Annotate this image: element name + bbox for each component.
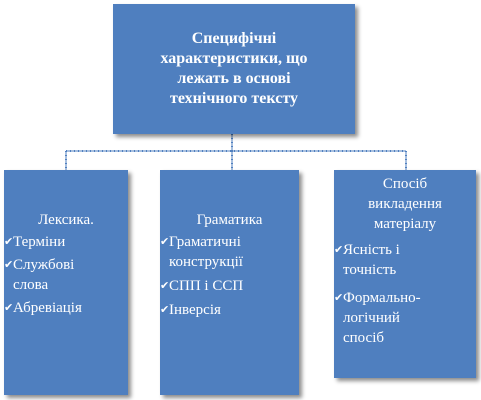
child-node-title: Граматика xyxy=(196,212,263,228)
list-item: ✔Службові слова xyxy=(4,257,75,293)
child-node-title: Спосіб викладення матеріалу xyxy=(368,176,442,232)
item-list: ✔Граматичні конструкції ✔СПП і ССП ✔Інве… xyxy=(160,232,299,320)
list-item: ✔Ясність і точність xyxy=(334,242,400,278)
list-item: ✔Терміни xyxy=(4,234,66,250)
list-item: ✔Інверсія xyxy=(160,302,221,318)
list-item: ✔СПП і ССП xyxy=(160,278,244,294)
root-node: Специфічні характеристики, що лежать в о… xyxy=(113,4,355,134)
check-icon: ✔ xyxy=(334,291,344,304)
child-node-gramatyka: Граматика ✔Граматичні конструкції ✔СПП і… xyxy=(160,170,299,395)
list-item: ✔Формально- логічний спосіб xyxy=(334,290,421,346)
list-item: ✔Граматичні конструкції xyxy=(160,234,243,270)
check-icon: ✔ xyxy=(160,235,170,248)
item-list: ✔Ясність і точність ✔Формально- логічний… xyxy=(334,240,476,348)
child-node-title: Лексика. xyxy=(38,212,94,228)
check-icon: ✔ xyxy=(160,303,170,316)
child-node-sposib: Спосіб викладення матеріалу ✔Ясність і т… xyxy=(334,170,476,378)
check-icon: ✔ xyxy=(4,301,14,314)
list-item: ✔Абревіація xyxy=(4,300,82,316)
root-node-label: Специфічні характеристики, що лежать в о… xyxy=(160,30,308,107)
check-icon: ✔ xyxy=(160,279,170,292)
check-icon: ✔ xyxy=(4,258,14,271)
item-list: ✔Терміни ✔Службові слова ✔Абревіація xyxy=(4,232,128,318)
check-icon: ✔ xyxy=(334,243,344,256)
child-node-lexika: Лексика. ✔Терміни ✔Службові слова ✔Абрев… xyxy=(4,170,128,395)
check-icon: ✔ xyxy=(4,235,14,248)
